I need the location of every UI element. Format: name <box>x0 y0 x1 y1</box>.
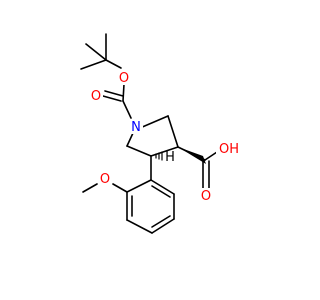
bond-aryl-2-3 <box>150 179 175 195</box>
carbamate-double-oxygen-label: O <box>91 89 101 104</box>
atom-label-layer: O N O O OH O H <box>89 70 242 204</box>
hash-bond-c4-h <box>155 151 163 161</box>
bond-methyl-ether <box>82 183 98 193</box>
carbamate-o-single-bg <box>117 70 131 85</box>
stereo-hydrogen-label: H <box>165 150 175 165</box>
ether-oxygen-label: O <box>100 172 110 187</box>
bond-aryl-1-2 <box>126 179 152 193</box>
molecule-structure-diagram: O N O O OH O H <box>80 33 242 234</box>
bond-ester-o-tbu <box>105 59 122 69</box>
structure-canvas: O N O O OH O H <box>80 33 242 234</box>
bond-carbonyl-double-o-1 <box>102 95 122 102</box>
bond-ether-aryl <box>112 183 128 193</box>
stereo-bond-layer <box>155 147 206 164</box>
bond-carbonyl-double-o-2 <box>104 90 124 97</box>
ring-n-bg <box>129 119 143 134</box>
acid-oh-bg <box>216 141 242 156</box>
bond-carbonyl-ester-o <box>122 83 125 102</box>
bond-layer <box>80 33 218 234</box>
bond-c4-c5 <box>126 145 152 157</box>
acid-hydroxyl-label: OH <box>219 142 239 157</box>
acid-o-double-bg <box>199 188 213 203</box>
bond-tbu-methyl-3 <box>80 59 107 70</box>
acid-double-oxygen-label: O <box>201 189 211 204</box>
carbamate-single-oxygen-label: O <box>119 71 129 86</box>
bond-c2-c3 <box>167 115 179 148</box>
bond-aryl-4-5-inner <box>151 215 171 228</box>
bond-carboxyl-oh <box>204 151 218 161</box>
bond-aryl-4-5 <box>151 218 175 234</box>
bond-tbu-methyl-1 <box>85 43 107 61</box>
bond-c5-n <box>126 132 134 147</box>
carbamate-o-double-bg <box>89 88 103 103</box>
ring-nitrogen-label: N <box>131 120 141 135</box>
bond-n-carbonyl <box>122 100 132 119</box>
ether-o-bg <box>98 170 112 185</box>
bond-aryl-2-3-inner <box>151 185 171 198</box>
wedge-bond-c3-carboxyl <box>178 147 206 164</box>
bond-aryl-5-6 <box>126 219 153 234</box>
bond-n-c2 <box>139 115 169 129</box>
